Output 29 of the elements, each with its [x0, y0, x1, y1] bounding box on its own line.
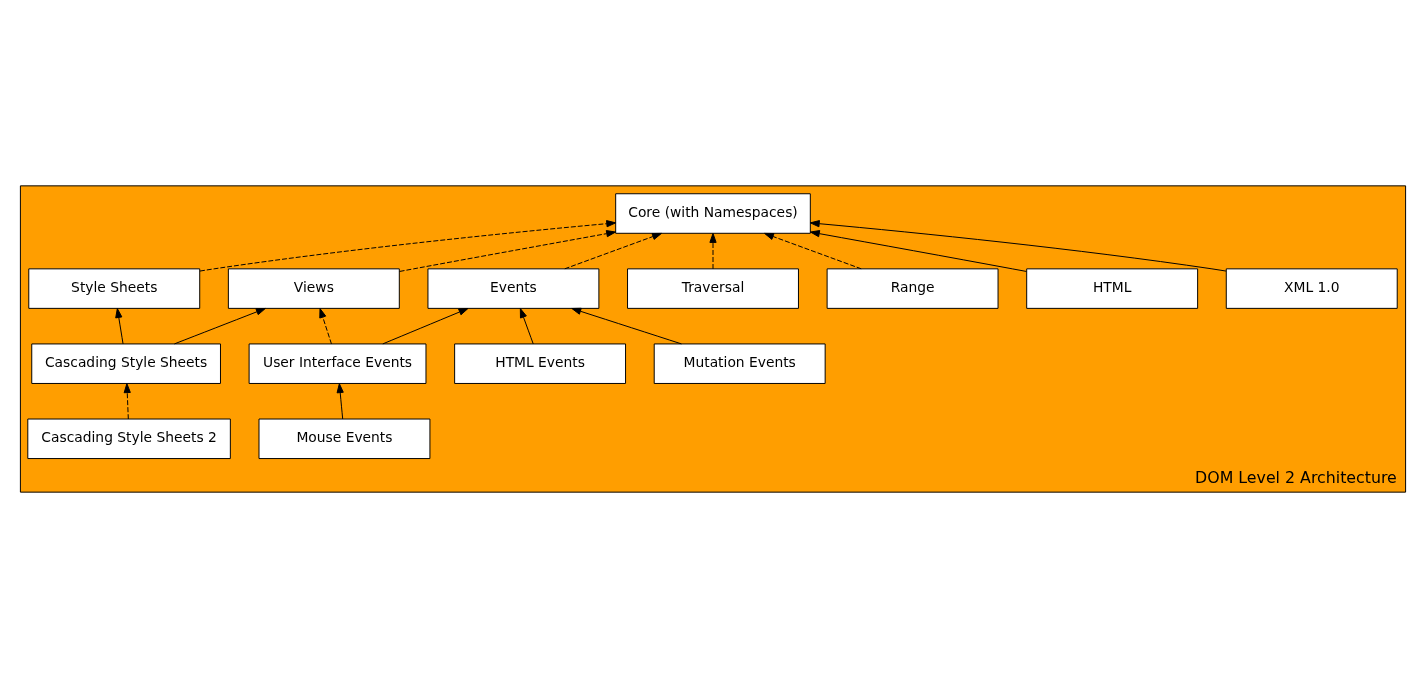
node-box: Cascading Style Sheets 2: [27, 418, 231, 459]
arrow: [519, 307, 534, 344]
arrow: [382, 307, 469, 344]
arrow: [564, 232, 662, 269]
node-box: Cascading Style Sheets: [31, 342, 221, 384]
node-box: XML 1.0: [1225, 267, 1398, 309]
node-box: Mutation Events: [653, 342, 826, 384]
arrow: [123, 382, 131, 419]
arrow: [809, 219, 1227, 272]
arrow: [336, 382, 344, 419]
arrow: [571, 307, 682, 344]
arrow: [199, 219, 617, 272]
node-box: Traversal: [627, 267, 799, 309]
node-box: Core (with Namespaces): [615, 192, 811, 234]
arrow: [399, 229, 617, 272]
node-box: Views: [227, 267, 400, 309]
arrow: [764, 232, 862, 269]
arrow: [115, 307, 124, 344]
node-box: HTML Events: [454, 342, 627, 384]
arrow: [709, 232, 717, 269]
arrow: [809, 229, 1027, 272]
node-box: Style Sheets: [28, 267, 201, 309]
node-box: HTML: [1026, 267, 1199, 309]
arrow: [173, 307, 266, 344]
arrow: [319, 307, 332, 344]
node-box: Range: [826, 267, 999, 309]
node-box: User Interface Events: [248, 342, 427, 384]
node-box: Events: [427, 267, 600, 309]
node-box: Mouse Events: [258, 418, 431, 459]
